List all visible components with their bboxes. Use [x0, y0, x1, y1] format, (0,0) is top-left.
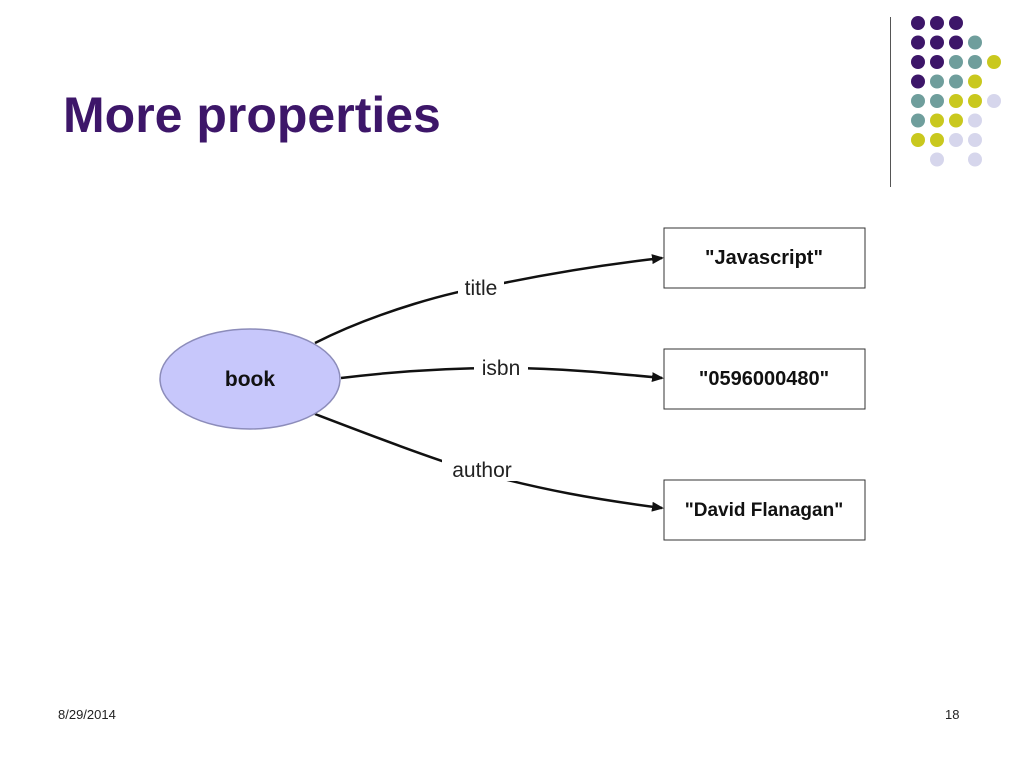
edge-label-title: title: [465, 277, 498, 300]
source-node: [159, 328, 341, 430]
decorative-dot: [968, 152, 982, 167]
decorative-dot: [968, 94, 982, 108]
decorative-dot: [911, 35, 925, 50]
decorative-dot: [968, 55, 982, 69]
decorative-dot: [911, 55, 925, 69]
decorative-dot: [949, 16, 963, 30]
decorative-dot: [949, 94, 963, 108]
decorative-dot: [930, 35, 944, 50]
decorative-dot: [968, 113, 982, 128]
decorative-dot-grid: [911, 16, 1001, 167]
decorative-dot: [930, 152, 944, 167]
footer-date: 8/29/2014: [58, 707, 116, 722]
value-text-title: "Javascript": [705, 247, 823, 269]
edge-label-isbn: isbn: [482, 357, 521, 380]
decorative-dot: [911, 16, 925, 30]
decorative-dot: [968, 35, 982, 50]
edge-label-bg: [442, 455, 522, 481]
divider-line: [890, 17, 891, 187]
decorative-dot: [930, 113, 944, 128]
decorative-dot: [911, 133, 925, 147]
edge-label-bg: [474, 353, 528, 379]
value-box-isbn: [663, 348, 866, 410]
decorative-dot: [949, 35, 963, 50]
value-text-isbn: "0596000480": [699, 368, 829, 390]
decorative-dot: [930, 94, 944, 108]
decorative-dot: [911, 74, 925, 89]
page-number: 18: [945, 707, 960, 722]
decorative-dot: [949, 74, 963, 89]
decorative-dot: [987, 94, 1001, 108]
source-node-label: book: [225, 368, 275, 391]
decorative-dot: [911, 94, 925, 108]
decorative-dot: [930, 16, 944, 30]
value-box-title: [663, 227, 866, 289]
value-text-author: "David Flanagan": [685, 500, 843, 521]
value-box-author: [663, 479, 866, 541]
edge-title: [314, 254, 664, 345]
edge-label-author: author: [452, 459, 512, 482]
decorative-dot: [968, 133, 982, 147]
decorative-dot: [949, 133, 963, 147]
decorative-dot: [949, 55, 963, 69]
decorative-dot: [968, 74, 982, 89]
slide-title: More properties: [63, 87, 441, 143]
decorative-dot: [949, 113, 963, 128]
decorative-dot: [930, 55, 944, 69]
decorative-dot: [930, 133, 944, 147]
decorative-dot: [930, 74, 944, 89]
edge-label-bg: [458, 273, 504, 299]
decorative-dot: [987, 55, 1001, 69]
decorative-dot: [911, 113, 925, 128]
